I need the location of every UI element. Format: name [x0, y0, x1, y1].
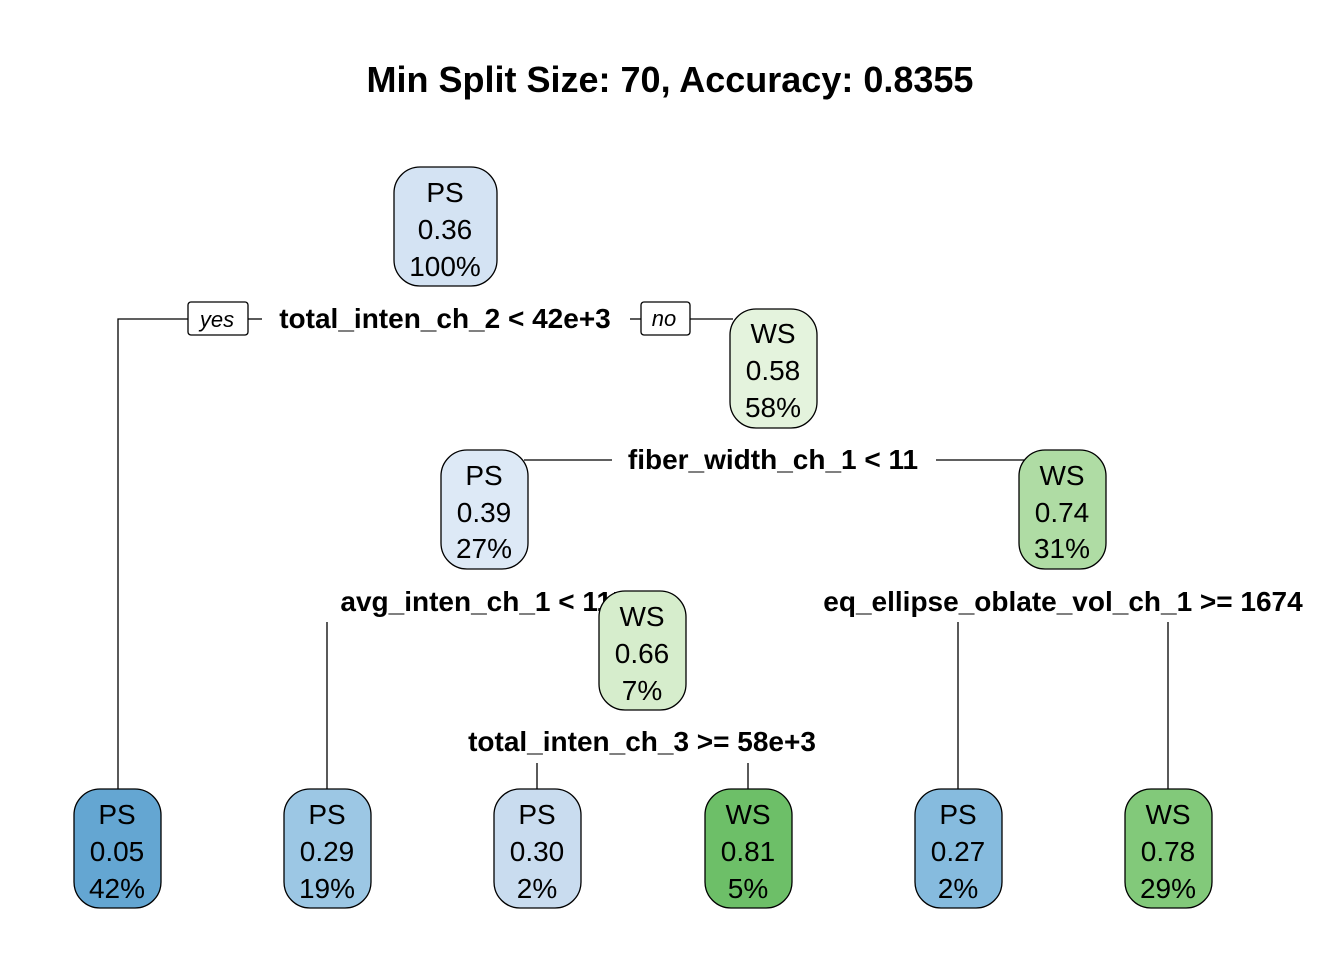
node-pct: 2% [938, 873, 978, 904]
edge-root-yes [117, 318, 188, 792]
node-class: PS [308, 799, 345, 830]
yes-tag: yes [187, 301, 249, 336]
node-class: PS [98, 799, 135, 830]
split-label-n3: fiber_width_ch_1 < 11 [628, 444, 918, 475]
node-prob: 0.27 [931, 836, 986, 867]
node-class: PS [518, 799, 555, 830]
split-label-n7: eq_ellipse_oblate_vol_ch_1 >= 1674 [823, 586, 1303, 617]
node-class: WS [750, 318, 795, 349]
node-prob: 0.74 [1035, 497, 1090, 528]
leaf-node-12: PS 0.29 19% [283, 788, 372, 909]
node-pct: 29% [1140, 873, 1196, 904]
leaf-node-27: WS 0.81 5% [704, 788, 793, 909]
node-n3: WS 0.58 58% [729, 308, 818, 429]
node-pct: 100% [409, 251, 481, 282]
node-n6: PS 0.39 27% [440, 449, 529, 570]
split-label-root: total_inten_ch_2 < 42e+3 [279, 303, 611, 334]
node-pct: 42% [89, 873, 145, 904]
leaf-node-26: PS 0.30 2% [493, 788, 582, 909]
node-class: PS [939, 799, 976, 830]
tree-edges [117, 318, 1169, 792]
no-tag: no [640, 301, 691, 336]
yes-label: yes [198, 307, 234, 332]
node-class: WS [1039, 460, 1084, 491]
node-pct: 58% [745, 392, 801, 423]
node-class: WS [725, 799, 770, 830]
node-class: WS [619, 601, 664, 632]
node-prob: 0.81 [721, 836, 776, 867]
node-root: PS 0.36 100% [393, 166, 498, 287]
node-class: PS [426, 177, 463, 208]
no-label: no [652, 306, 676, 331]
node-class: WS [1145, 799, 1190, 830]
chart-title: Min Split Size: 70, Accuracy: 0.8355 [367, 59, 974, 100]
node-prob: 0.39 [457, 497, 512, 528]
node-prob: 0.78 [1141, 836, 1196, 867]
node-prob: 0.36 [418, 214, 473, 245]
node-prob: 0.66 [615, 638, 670, 669]
node-prob: 0.58 [746, 355, 801, 386]
split-label-n13: total_inten_ch_3 >= 58e+3 [468, 726, 816, 757]
node-pct: 27% [456, 533, 512, 564]
leaf-node-2: PS 0.05 42% [73, 788, 162, 909]
node-prob: 0.30 [510, 836, 565, 867]
node-pct: 7% [622, 675, 662, 706]
node-prob: 0.05 [90, 836, 145, 867]
node-prob: 0.29 [300, 836, 355, 867]
node-n13: WS 0.66 7% [598, 590, 687, 711]
leaf-node-15: WS 0.78 29% [1124, 788, 1213, 909]
node-pct: 31% [1034, 533, 1090, 564]
node-pct: 19% [299, 873, 355, 904]
node-n7: WS 0.74 31% [1018, 449, 1107, 570]
leaf-node-14: PS 0.27 2% [914, 788, 1003, 909]
node-pct: 2% [517, 873, 557, 904]
node-class: PS [465, 460, 502, 491]
split-label-n6: avg_inten_ch_1 < 115 [340, 586, 627, 617]
node-pct: 5% [728, 873, 768, 904]
